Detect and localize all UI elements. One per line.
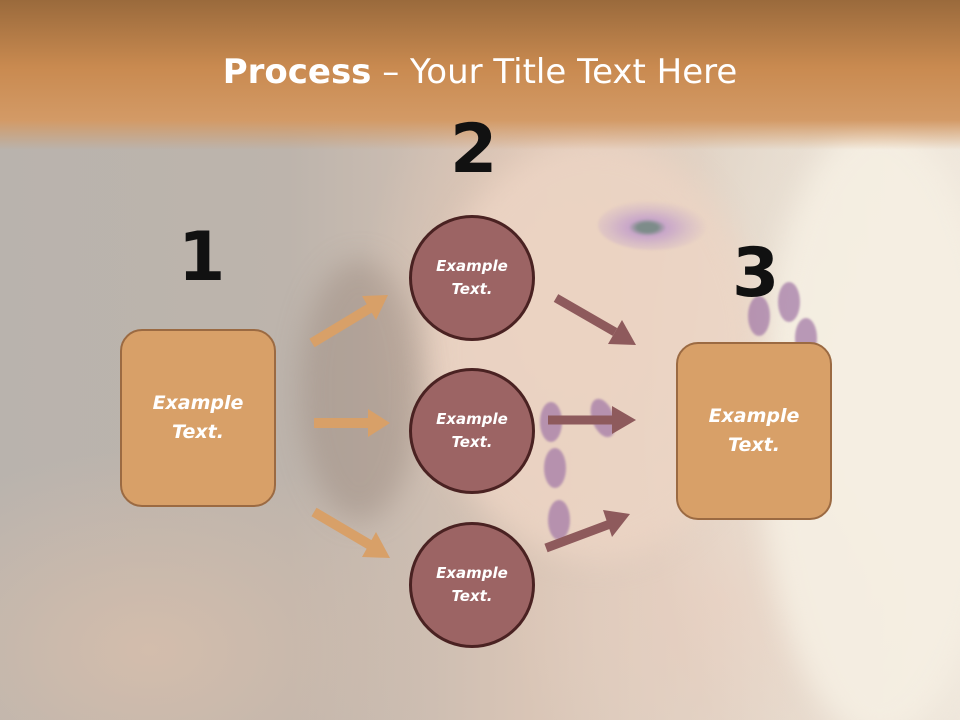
arrow-bottom-circle-to-box: [544, 510, 630, 553]
stage-number-3: 3: [732, 234, 780, 313]
stage-number-2: 2: [450, 110, 498, 189]
slide-title[interactable]: Process – Your Title Text Here: [0, 52, 960, 92]
arrow-middle-circle-to-box: [548, 406, 636, 434]
title-rest-text: – Your Title Text Here: [371, 52, 738, 92]
nail-shape: [548, 500, 570, 540]
nail-shape: [748, 296, 770, 336]
nail-shape: [778, 282, 800, 322]
right-text-box[interactable]: Example Text.: [676, 342, 832, 520]
circle-bottom[interactable]: Example Text.: [409, 522, 535, 648]
arrow-top-circle-to-box: [553, 294, 636, 345]
title-bold-text: Process: [222, 52, 372, 92]
arrow-to-bottom-circle: [311, 507, 390, 558]
stage-number-1: 1: [178, 218, 226, 297]
title-band: [0, 0, 960, 150]
arrow-to-top-circle: [309, 295, 388, 348]
circle-middle[interactable]: Example Text.: [409, 368, 535, 494]
left-text-box[interactable]: Example Text.: [120, 329, 276, 507]
dark-hair-shape: [300, 260, 420, 520]
eye-shape: [598, 200, 708, 250]
circle-top[interactable]: Example Text.: [409, 215, 535, 341]
nail-shape: [544, 448, 566, 488]
arrow-to-middle-circle: [314, 409, 390, 437]
